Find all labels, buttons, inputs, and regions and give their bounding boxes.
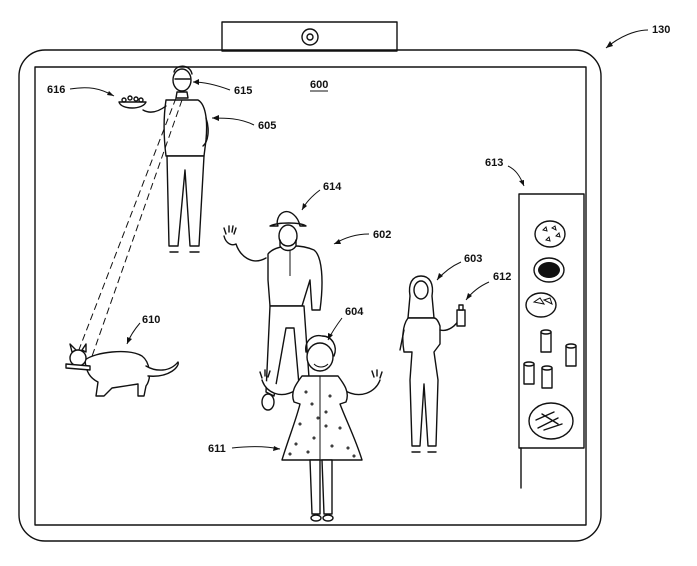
person-woman — [400, 276, 460, 452]
label-device: 130 — [652, 24, 670, 36]
leader-dress — [232, 447, 280, 449]
label-dress: 611 — [208, 443, 226, 455]
arrowhead-device — [606, 41, 613, 48]
bottle — [457, 305, 465, 326]
arrowhead-person-projector — [212, 115, 219, 121]
label-table: 613 — [485, 157, 503, 169]
projection-beam-left — [75, 98, 176, 360]
arrowhead-bowl — [107, 91, 114, 96]
person-projector — [143, 66, 208, 252]
label-person-woman: 603 — [464, 253, 482, 265]
camera-housing — [222, 22, 397, 51]
label-person-projector: 605 — [258, 120, 276, 132]
arrowhead-table — [519, 180, 524, 186]
label-person-adult-man: 602 — [373, 229, 391, 241]
arrowhead-cat — [127, 337, 132, 344]
cat — [66, 344, 178, 396]
label-glasses: 615 — [234, 85, 252, 97]
camera-lens-icon — [302, 29, 318, 45]
bowl — [119, 96, 146, 108]
label-bowl: 616 — [47, 84, 65, 96]
arrowhead-glasses — [193, 79, 199, 85]
label-hat: 614 — [323, 181, 342, 193]
child-legs — [310, 460, 333, 521]
label-person-child: 604 — [345, 306, 364, 318]
arrowhead-dress — [273, 446, 280, 451]
arrowhead-person-adult-man — [334, 239, 341, 244]
hat — [270, 212, 306, 251]
label-cat: 610 — [142, 314, 160, 326]
label-scene: 600 — [310, 79, 328, 91]
label-bottle: 612 — [493, 271, 511, 283]
